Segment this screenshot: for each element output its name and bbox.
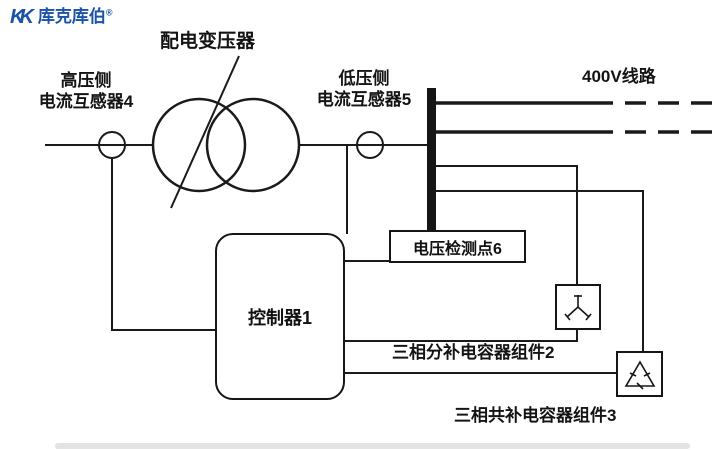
registered-trademark-icon: ® <box>105 7 113 18</box>
controller-box: 控制器1 <box>215 233 345 400</box>
delta-symbol-icon <box>624 360 655 390</box>
brand-logo: KK 库克库伯® <box>10 7 113 27</box>
transformer-winding-1 <box>151 97 247 193</box>
wire-cap2-to-controller <box>344 329 578 342</box>
cap-delta-box <box>616 351 663 397</box>
wye-symbol-icon <box>564 295 592 321</box>
voltage-detection-box: 电压检测点6 <box>389 230 526 263</box>
ct5-symbol <box>356 131 384 159</box>
hv-ct-label-line2: 电流互感器4 <box>38 92 134 112</box>
lv-ct-label-line1: 低压侧 <box>338 69 390 88</box>
cap-delta-label: 三相共补电容器组件3 <box>454 406 617 425</box>
transformer-label: 配电变压器 <box>160 31 256 52</box>
lv-ct-label-line2: 电流互感器5 <box>316 90 412 110</box>
wire-bus-to-cap2 <box>436 165 578 286</box>
line-400v-label: 400V线路 <box>582 67 656 86</box>
hv-ct-label: 高压侧 电流互感器4 <box>22 70 150 113</box>
transformer-slash <box>170 55 240 209</box>
cap-wye-label: 三相分补电容器组件2 <box>392 343 555 362</box>
transformer-winding-2 <box>205 97 301 193</box>
hv-ct-label-line1: 高压侧 <box>60 71 112 90</box>
voltage-detection-label: 电压检测点6 <box>413 240 502 258</box>
brand-logo-icon: KK <box>10 6 34 28</box>
window-bottom-edge <box>55 443 690 449</box>
lv-ct-label: 低压侧 电流互感器5 <box>298 68 430 111</box>
wire-bus-to-cap3 <box>436 190 644 352</box>
brand-name: 库克库伯 <box>37 7 106 26</box>
transformer-winding-2-fill <box>207 99 299 191</box>
controller-label: 控制器1 <box>247 307 312 328</box>
busbar <box>427 88 436 232</box>
cap-wye-box <box>555 284 601 330</box>
brand-logo-text: 库克库伯® <box>38 7 113 27</box>
wire-ct4-to-controller <box>111 158 216 331</box>
